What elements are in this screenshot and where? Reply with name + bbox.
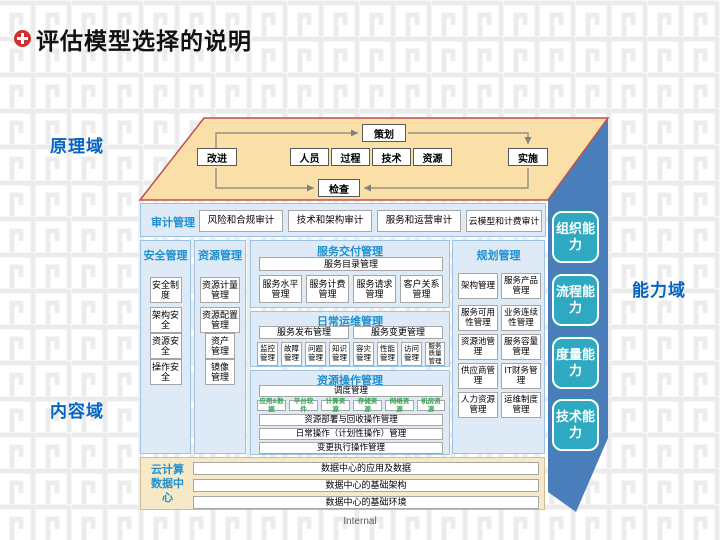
planning-item: 服务产品管理	[501, 273, 541, 299]
service-delivery-item: 服务计费管理	[306, 275, 349, 303]
service-delivery-item: 服务请求管理	[353, 275, 396, 303]
daily-ops-item: 容灾管理	[353, 342, 374, 366]
service-delivery-item: 客户关系管理	[400, 275, 443, 303]
audit-item: 风险和合规审计	[199, 210, 283, 232]
pdca-do-box: 实施	[508, 148, 548, 166]
daily-ops-label: 日常运维管理	[317, 316, 383, 328]
planning-item: 架构管理	[458, 273, 498, 299]
resource-label: 资源管理	[198, 250, 242, 262]
service-delivery-panel: 服务交付管理 服务目录管理 服务水平管理 服务计费管理 服务请求管理 客户关系管…	[250, 240, 450, 308]
audit-item: 云模型和计费审计	[466, 210, 542, 232]
resource-ops-item: 资源部署与回收操作管理	[259, 414, 443, 426]
datacenter-panel: 云计算数据中心 数据中心的应用及数据 数据中心的基础架构 数据中心的基础环境	[140, 457, 545, 510]
resource-item: 资产管理	[205, 333, 235, 359]
service-delivery-item: 服务水平管理	[259, 275, 302, 303]
planning-panel: 规划管理 架构管理 服务产品管理 服务可用性管理 业务连续性管理 资源池管理 服…	[452, 240, 545, 454]
security-panel: 安全管理 安全制度 架构安全 资源安全 操作安全	[140, 240, 191, 454]
pdca-plan-box: 策划	[362, 124, 406, 142]
planning-item: 服务可用性管理	[458, 305, 498, 331]
security-item: 安全制度	[149, 277, 182, 303]
security-item: 资源安全	[149, 333, 182, 359]
page-title: 评估模型选择的说明	[36, 28, 252, 54]
schedule-box: 调度管理	[259, 385, 443, 397]
capability-box-measurement: 度量能力	[552, 337, 599, 389]
resource-type-box: 网络资源	[385, 398, 414, 413]
resource-type-box: 计算资源	[321, 398, 350, 413]
factor-box: 技术	[372, 148, 411, 166]
planning-item: IT财务管理	[501, 363, 541, 389]
daily-ops-top-item: 服务变更管理	[353, 326, 443, 339]
audit-item: 技术和架构审计	[288, 210, 372, 232]
datacenter-item: 数据中心的基础环境	[193, 496, 539, 509]
service-delivery-label: 服务交付管理	[317, 246, 383, 258]
datacenter-label: 云计算数据中心	[151, 464, 184, 504]
security-label: 安全管理	[143, 250, 188, 262]
daily-ops-item: 性能管理	[377, 342, 398, 366]
pdca-check-box: 检查	[318, 179, 360, 197]
planning-item: 运维制度管理	[501, 392, 541, 418]
pdca-factors-row: 人员 过程 技术 资源	[290, 148, 452, 166]
audit-item: 服务和运营审计	[377, 210, 461, 232]
capability-box-technology: 技术能力	[552, 399, 599, 451]
resource-item: 资源配置管理	[200, 307, 240, 333]
planning-item: 供应商管理	[458, 363, 498, 389]
capability-box-process: 流程能力	[552, 274, 599, 326]
factor-box: 过程	[331, 148, 370, 166]
daily-ops-item: 问题管理	[305, 342, 326, 366]
audit-label: 审计管理	[151, 217, 195, 229]
planning-item: 服务容量管理	[501, 334, 541, 360]
resource-type-box: 存储资源	[353, 398, 382, 413]
daily-ops-item: 监控管理	[257, 342, 278, 366]
factor-box: 人员	[290, 148, 329, 166]
security-item: 操作安全	[149, 359, 182, 385]
daily-ops-item: 服务质量管理	[425, 342, 445, 366]
factor-box: 资源	[413, 148, 452, 166]
resource-panel: 资源管理 资源计量管理 资源配置管理 资产管理 镜像管理	[194, 240, 246, 454]
daily-ops-panel: 日常运维管理 服务发布管理 服务变更管理 监控管理 故障管理 问题管理 知识管理…	[250, 311, 450, 367]
daily-ops-item: 知识管理	[329, 342, 350, 366]
datacenter-item: 数据中心的基础架构	[193, 479, 539, 492]
principle-domain-label: 原理域	[50, 137, 104, 156]
daily-ops-item: 访问管理	[401, 342, 422, 366]
resource-type-box: 机房资源	[417, 398, 445, 413]
planning-item: 业务连续性管理	[501, 305, 541, 331]
pdca-arrows	[215, 129, 532, 192]
security-item: 架构安全	[149, 307, 182, 333]
plus-badge-icon	[14, 30, 31, 47]
resource-item: 资源计量管理	[200, 277, 240, 303]
capability-box-organization: 组织能力	[552, 211, 599, 263]
footer-classification: Internal	[343, 516, 377, 527]
daily-ops-item: 故障管理	[281, 342, 302, 366]
capability-domain-label: 能力域	[632, 281, 686, 300]
resource-type-box: 应用&数据	[257, 398, 286, 413]
resource-ops-item: 变更执行操作管理	[259, 442, 443, 454]
resource-ops-panel: 资源操作管理 调度管理 应用&数据 平台软件 计算资源 存储资源 网络资源 机房…	[250, 370, 450, 455]
pdca-improve-box: 改进	[197, 148, 237, 166]
datacenter-item: 数据中心的应用及数据	[193, 462, 539, 475]
resource-ops-item: 日常操作（计划性操作）管理	[259, 428, 443, 440]
planning-label: 规划管理	[476, 250, 521, 262]
resource-type-box: 平台软件	[289, 398, 318, 413]
resource-ops-label: 资源操作管理	[317, 375, 383, 387]
content-domain-label: 内容域	[50, 402, 104, 421]
service-catalog-box: 服务目录管理	[259, 257, 443, 271]
planning-item: 人力资源管理	[458, 392, 498, 418]
resource-item: 镜像管理	[205, 359, 235, 385]
planning-item: 资源池管理	[458, 334, 498, 360]
audit-panel: 审计管理 风险和合规审计 技术和架构审计 服务和运营审计 云模型和计费审计	[140, 203, 546, 237]
daily-ops-top-item: 服务发布管理	[259, 326, 349, 339]
